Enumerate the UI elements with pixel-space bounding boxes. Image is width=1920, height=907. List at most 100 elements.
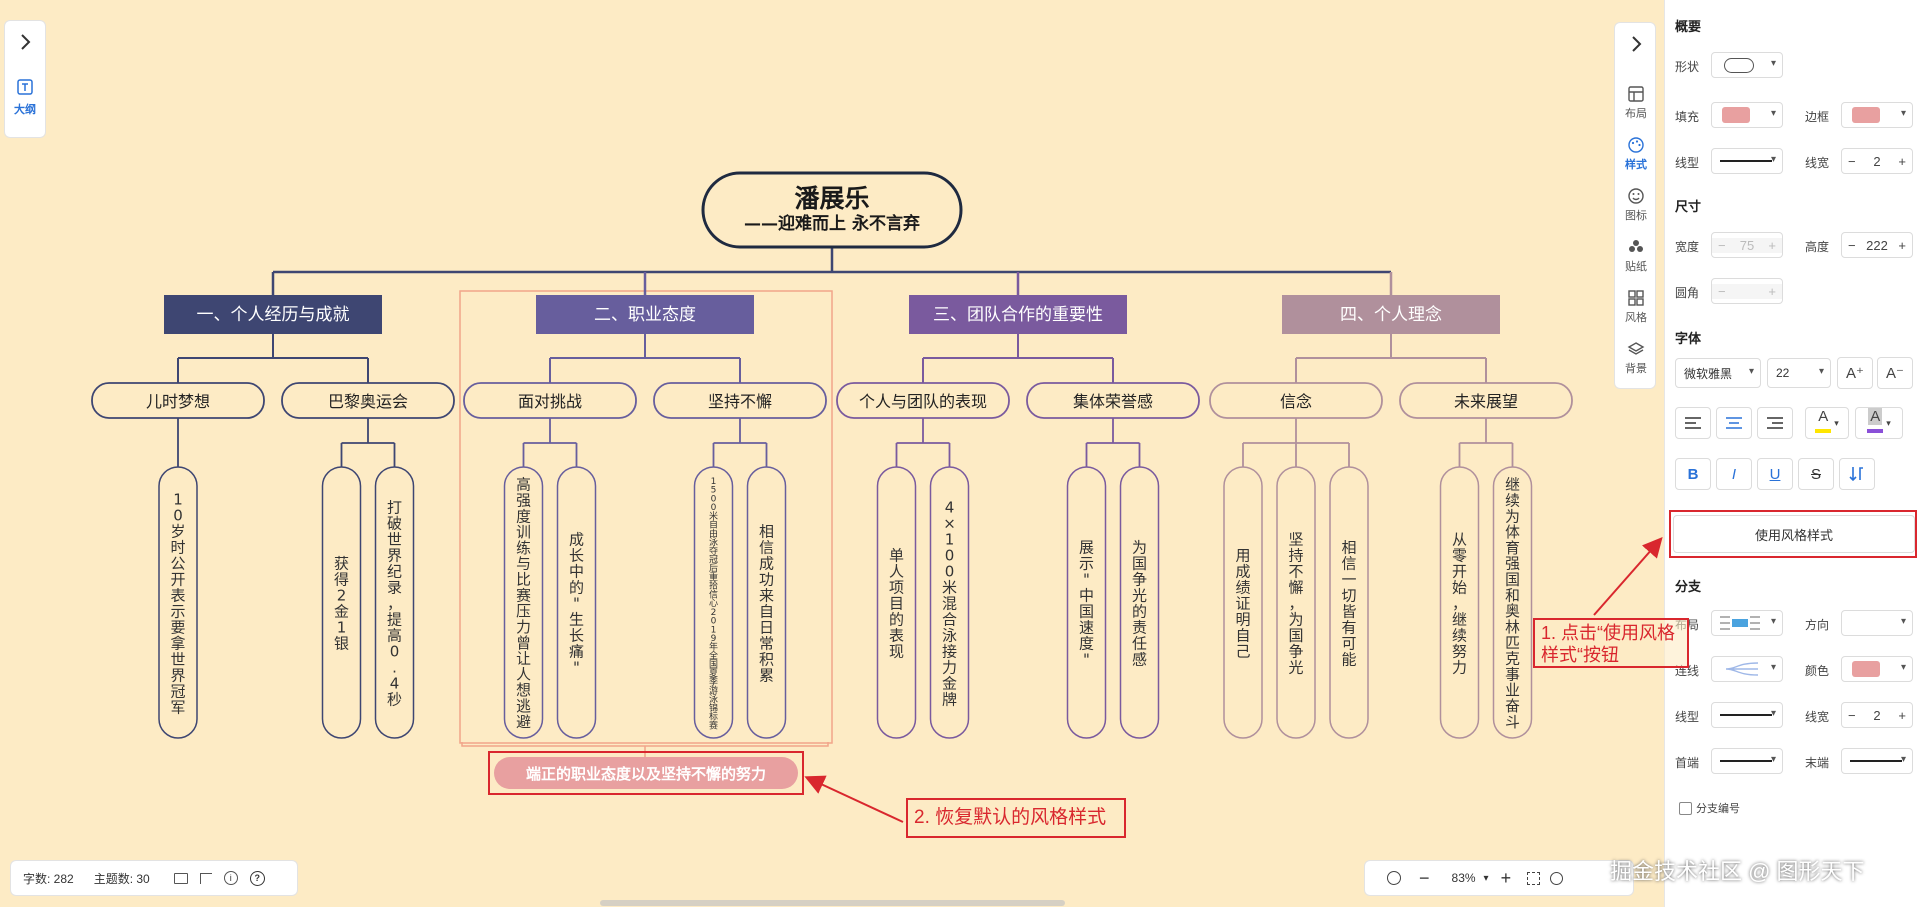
zoom-out-button[interactable]: − [1419, 867, 1430, 888]
font-size-select[interactable]: 22▾ [1767, 358, 1831, 388]
align-right-icon [1767, 417, 1783, 429]
underline-button[interactable]: U [1757, 458, 1793, 490]
leaf-node[interactable] [1276, 466, 1316, 739]
zoom-in-button[interactable]: + [1500, 867, 1512, 888]
align-center-icon [1726, 417, 1742, 429]
highlight-color-button[interactable]: A▾ [1855, 407, 1903, 439]
toolbar-palette-button[interactable]: 样式 [1615, 136, 1657, 172]
direction-select[interactable]: ▾ [1841, 610, 1913, 636]
width-stepper[interactable]: −75+ [1711, 232, 1783, 258]
line-type-select[interactable]: ▾ [1711, 148, 1783, 174]
height-stepper[interactable]: −222+ [1841, 232, 1913, 258]
topic-label: 坚持不懈 [708, 392, 772, 411]
help-icon[interactable]: ? [249, 870, 265, 886]
leaf-node[interactable] [321, 466, 362, 739]
toolbar-smile-button[interactable]: 图标 [1615, 187, 1657, 223]
leaf-node[interactable] [746, 466, 787, 739]
start-cap-select[interactable]: ▾ [1711, 748, 1783, 774]
border-color-select[interactable]: ▾ [1841, 102, 1913, 128]
align-center-button[interactable] [1716, 407, 1752, 439]
leaf-node[interactable] [1066, 466, 1107, 739]
line-width-label: 线宽 [1805, 156, 1830, 170]
branch-node[interactable] [1282, 295, 1500, 334]
layers-icon [1627, 342, 1645, 355]
align-left-button[interactable] [1675, 407, 1711, 439]
font-shrink-button[interactable]: A⁻ [1877, 357, 1913, 389]
layout-preview-icon [1720, 616, 1760, 630]
zoom-level[interactable]: 83% [1451, 871, 1476, 885]
start-label: 首端 [1675, 756, 1700, 770]
property-panel: 概要 形状 ▾ 填充 ▾ 边框 ▾ 线型 ▾ 线宽 −2+ 尺寸 宽度 −75+… [1664, 0, 1920, 907]
radius-stepper[interactable]: −+ [1711, 278, 1783, 304]
locate-icon[interactable] [1550, 871, 1564, 885]
leaf-node[interactable] [556, 466, 597, 739]
branch-line-width-label: 线宽 [1805, 710, 1830, 724]
info-icon[interactable]: i [223, 871, 238, 885]
annotation-step1: 1. 点击“使用风格样式“按钮 [1533, 618, 1689, 668]
branch-node[interactable] [536, 295, 754, 334]
root-node[interactable] [701, 171, 963, 249]
toolbar-grid-button[interactable]: 风格 [1615, 289, 1657, 325]
leaf-node[interactable] [876, 466, 917, 739]
leaf-node[interactable] [374, 466, 415, 739]
leaf-node[interactable] [693, 466, 734, 739]
minimap-icon[interactable] [173, 872, 188, 884]
summary-node[interactable] [494, 757, 798, 789]
line-width-stepper[interactable]: −2+ [1841, 148, 1913, 174]
strikethrough-button[interactable]: S [1798, 458, 1834, 490]
center-view-icon[interactable] [1527, 871, 1541, 885]
leaf-node[interactable] [929, 466, 970, 739]
fill-color-select[interactable]: ▾ [1711, 102, 1783, 128]
leaf-label: 坚持不懈，为国争光 [1288, 530, 1303, 676]
structure-icon[interactable] [199, 872, 212, 884]
leaf-connector [1242, 418, 1350, 467]
branch-numbering-checkbox[interactable]: 分支编号 [1679, 800, 1740, 816]
shape-preview [1724, 57, 1754, 73]
bold-button[interactable]: B [1675, 458, 1711, 490]
expand-sidebar-button[interactable] [17, 33, 33, 56]
font-family-select[interactable]: 微软雅黑▾ [1675, 358, 1761, 388]
branch-color-select[interactable]: ▾ [1841, 656, 1913, 682]
leaf-connector [340, 418, 396, 467]
italic-button[interactable]: I [1716, 458, 1752, 490]
chevron-right-icon [1632, 36, 1642, 52]
branch-node[interactable] [909, 295, 1127, 334]
font-grow-button[interactable]: A⁺ [1837, 357, 1873, 389]
fit-icon[interactable] [1387, 871, 1401, 885]
branch-label: 二、职业态度 [594, 305, 696, 325]
shape-select[interactable]: ▾ [1711, 52, 1783, 78]
apply-style-button[interactable]: 使用风格样式 [1673, 515, 1915, 553]
toolbar-sticker-button[interactable]: 贴纸 [1615, 238, 1657, 274]
branch-line-type-select[interactable]: ▾ [1711, 702, 1783, 728]
text-color-button[interactable]: A▾ [1805, 407, 1849, 439]
summary-label: 端正的职业态度以及坚持不懈的努力 [526, 765, 766, 783]
leaf-label: 为国争光的责任感 [1132, 538, 1147, 668]
horizontal-scrollbar[interactable] [600, 900, 1065, 906]
status-bar: 字数: 282 主题数: 30 i ? [10, 860, 298, 896]
outline-button[interactable]: 大纲 [14, 78, 36, 117]
branch-layout-select[interactable]: ▾ [1711, 610, 1783, 636]
leaf-node[interactable] [1439, 466, 1480, 739]
toolbar-item-label: 背景 [1625, 363, 1647, 375]
leaf-node[interactable] [1492, 466, 1533, 739]
toolbar-layout-button[interactable]: 布局 [1615, 85, 1657, 121]
leaf-node[interactable] [1119, 466, 1160, 739]
leaf-node[interactable] [503, 466, 544, 739]
branch-node[interactable] [164, 295, 382, 334]
end-cap-select[interactable]: ▾ [1841, 748, 1913, 774]
leaf-connector [712, 418, 768, 467]
zoom-dropdown-icon[interactable]: ▾ [1483, 872, 1489, 884]
leaf-node[interactable] [158, 466, 198, 739]
text-direction-button[interactable] [1839, 458, 1875, 490]
align-right-button[interactable] [1757, 407, 1793, 439]
leaf-node[interactable] [1223, 466, 1263, 739]
checkbox-box[interactable] [1679, 801, 1692, 815]
connector-select[interactable]: ▾ [1711, 656, 1783, 682]
leaf-node[interactable] [1329, 466, 1369, 739]
branch-label: 四、个人理念 [1340, 304, 1442, 325]
toolbar-layers-button[interactable]: 背景 [1615, 340, 1657, 376]
collapse-panel-button[interactable] [1628, 35, 1644, 58]
branch-line-width-stepper[interactable]: −2+ [1841, 702, 1913, 728]
